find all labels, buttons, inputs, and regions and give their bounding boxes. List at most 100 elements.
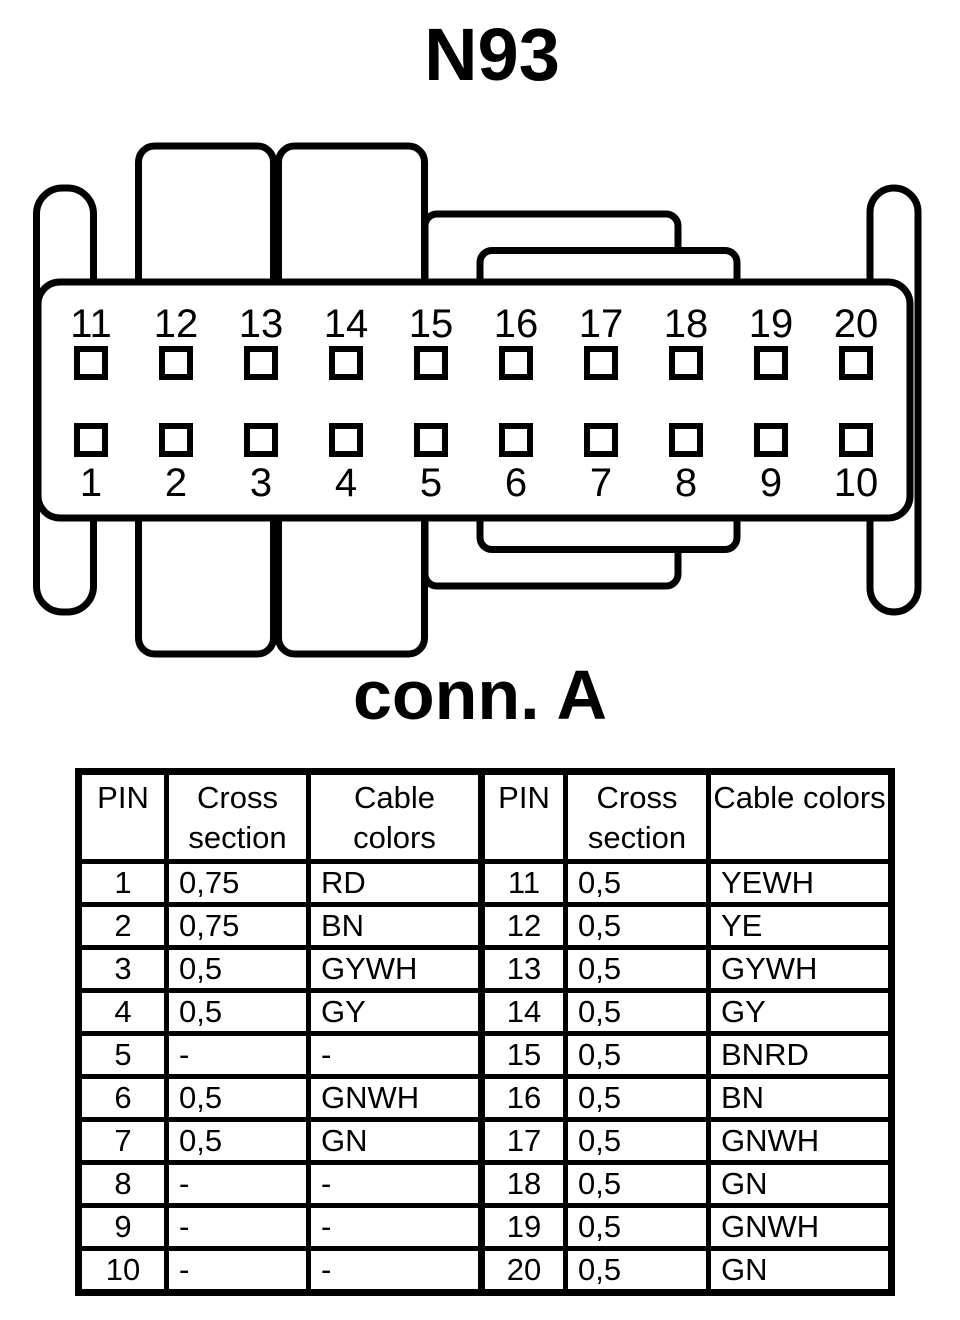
header-cell-2: Cable colors [306, 769, 485, 864]
value-cell: BN [306, 902, 485, 950]
pin-cell: 10 [76, 1246, 169, 1295]
header-cell-0: PIN [76, 769, 169, 864]
value-cell: 0,5 [563, 1203, 711, 1251]
pin-cell: 19 [479, 1203, 568, 1251]
pin-cell: 14 [479, 988, 568, 1036]
value-cell: - [306, 1246, 485, 1295]
value-cell: 0,5 [563, 1074, 711, 1122]
value-cell: RD [306, 859, 485, 907]
pin-number-1: 1 [80, 461, 102, 505]
pin-square-14 [329, 346, 363, 380]
value-cell: 0,5 [563, 859, 711, 907]
pin-cell: 1 [76, 859, 169, 907]
pin-cell: 3 [76, 945, 169, 993]
connector-body [34, 278, 914, 522]
pin-cell: 8 [76, 1160, 169, 1208]
pin-number-14: 14 [324, 302, 369, 346]
pin-square-8 [669, 423, 703, 457]
value-cell: 0,5 [563, 1160, 711, 1208]
header-cell-5: Cable colors [706, 769, 894, 864]
pin-number-16: 16 [494, 302, 539, 346]
pin-cell: 6 [76, 1074, 169, 1122]
pin-square-20 [839, 346, 873, 380]
pin-number-19: 19 [749, 302, 794, 346]
pin-number-4: 4 [335, 461, 357, 505]
value-cell: YEWH [706, 859, 894, 907]
value-cell: GN [706, 1160, 894, 1208]
pin-square-15 [414, 346, 448, 380]
pin-number-11: 11 [70, 302, 112, 346]
value-cell: GNWH [706, 1117, 894, 1165]
pin-square-18 [669, 346, 703, 380]
value-cell: - [164, 1031, 311, 1079]
pin-cell: 18 [479, 1160, 568, 1208]
pin-cell: 13 [479, 945, 568, 993]
pin-square-11 [74, 346, 108, 380]
pin-square-16 [499, 346, 533, 380]
pin-number-13: 13 [239, 302, 284, 346]
connector-label: conn. A [352, 656, 608, 734]
value-cell: 0,5 [563, 988, 711, 1036]
pin-square-3 [244, 423, 278, 457]
value-cell: - [306, 1160, 485, 1208]
value-cell: 0,75 [164, 859, 311, 907]
pin-square-1 [74, 423, 108, 457]
value-cell: 0,5 [164, 1117, 311, 1165]
pin-square-10 [839, 423, 873, 457]
pin-square-12 [159, 346, 193, 380]
diagram-title: N93 [424, 13, 560, 96]
value-cell: - [164, 1160, 311, 1208]
value-cell: GYWH [306, 945, 485, 993]
value-cell: BN [706, 1074, 894, 1122]
pin-number-7: 7 [590, 461, 612, 505]
value-cell: GNWH [306, 1074, 485, 1122]
pin-square-19 [754, 346, 788, 380]
pin-cell: 20 [479, 1246, 568, 1295]
pin-square-4 [329, 423, 363, 457]
pin-number-9: 9 [760, 461, 782, 505]
value-cell: - [164, 1246, 311, 1295]
value-cell: 0,5 [563, 1246, 711, 1295]
pin-square-17 [584, 346, 618, 380]
header-cell-3: PIN [479, 769, 568, 864]
value-cell: - [164, 1203, 311, 1251]
pin-cell: 7 [76, 1117, 169, 1165]
pin-number-17: 17 [579, 302, 624, 346]
value-cell: - [306, 1203, 485, 1251]
value-cell: GY [706, 988, 894, 1036]
pin-cell: 16 [479, 1074, 568, 1122]
value-cell: GN [306, 1117, 485, 1165]
value-cell: GNWH [706, 1203, 894, 1251]
pin-number-10: 10 [834, 461, 879, 505]
pin-number-18: 18 [664, 302, 709, 346]
value-cell: 0,5 [563, 1117, 711, 1165]
pin-cell: 2 [76, 902, 169, 950]
pin-cell: 12 [479, 902, 568, 950]
pin-square-6 [499, 423, 533, 457]
header-cell-4: Cross section [563, 769, 711, 864]
value-cell: GN [706, 1246, 894, 1295]
pin-number-2: 2 [165, 461, 187, 505]
pin-square-7 [584, 423, 618, 457]
value-cell: 0,5 [164, 988, 311, 1036]
pin-cell: 9 [76, 1203, 169, 1251]
header-cell-1: Cross section [164, 769, 311, 864]
pin-cell: 5 [76, 1031, 169, 1079]
value-cell: YE [706, 902, 894, 950]
value-cell: GYWH [706, 945, 894, 993]
